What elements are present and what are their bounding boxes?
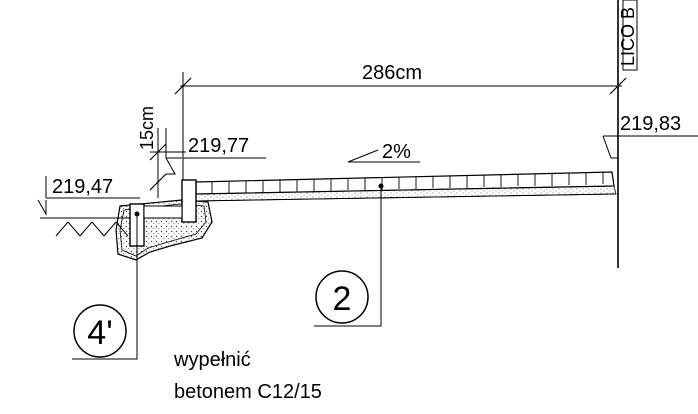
- building-wall: LICO B: [617, 0, 638, 268]
- width-dimension: 286cm: [174, 62, 627, 188]
- level-ground: 219,47: [37, 176, 140, 216]
- callout-2-text: 2: [333, 280, 352, 318]
- ground: [40, 193, 617, 237]
- level-ground-text: 219,47: [52, 176, 113, 198]
- level-wall: 219,83: [602, 113, 698, 159]
- slope-indicator: 2%: [347, 141, 420, 163]
- note-line-1: wypełnić: [173, 349, 251, 371]
- note-line-2: betonem C12/15: [174, 381, 322, 403]
- callout-4-prime: 4': [72, 211, 140, 360]
- callout-2: 2: [314, 183, 384, 327]
- callout-4-prime-text: 4': [87, 314, 112, 352]
- slope-text: 2%: [382, 141, 411, 163]
- level-wall-text: 219,83: [620, 113, 681, 135]
- fill-note: wypełnić betonem C12/15: [173, 349, 322, 403]
- height-dimension-text: 15cm: [137, 106, 157, 150]
- curbs: [129, 179, 197, 247]
- height-dimension: 15cm: [137, 106, 186, 198]
- wall-label: LICO B: [618, 7, 638, 66]
- level-top-curb: 219,77: [165, 128, 266, 175]
- width-dimension-text: 286cm: [362, 62, 422, 84]
- level-top-curb-text: 219,77: [188, 135, 249, 157]
